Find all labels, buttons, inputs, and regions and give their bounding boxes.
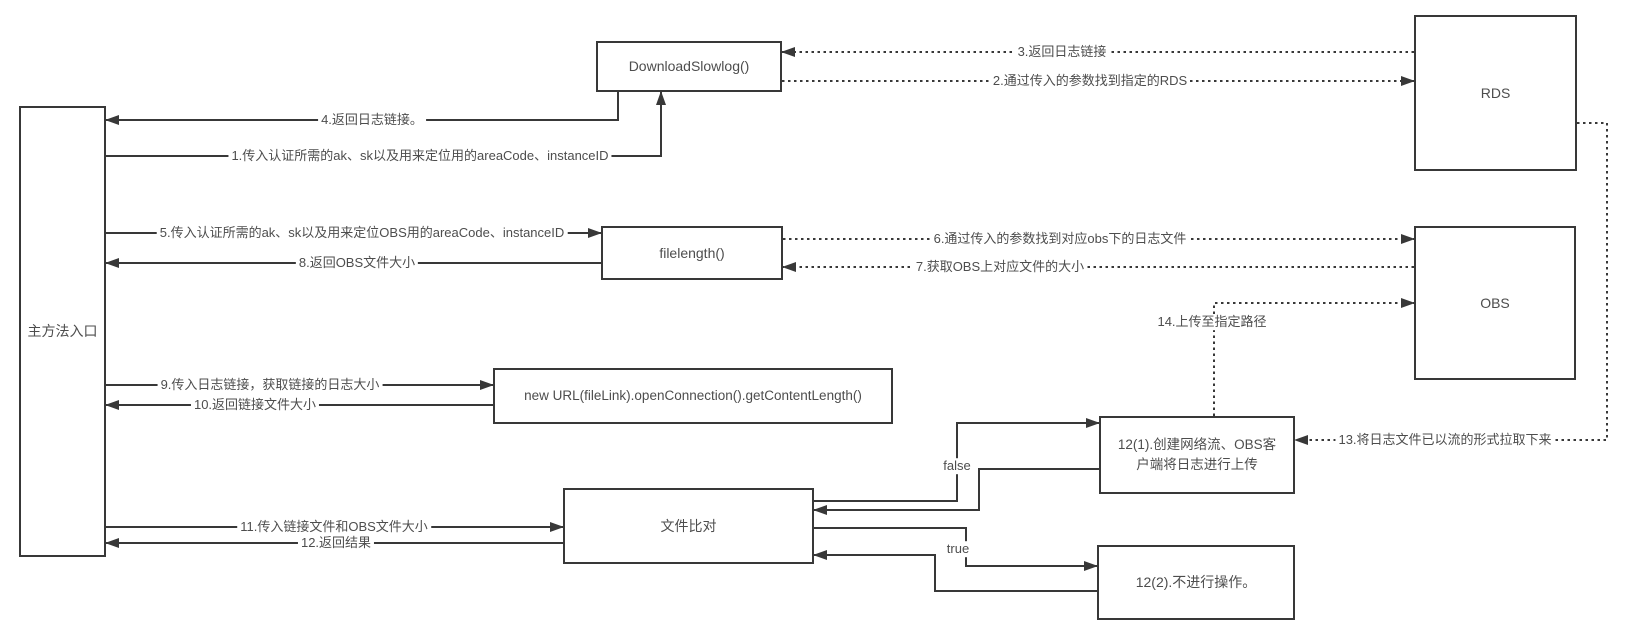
edge-7-label: 7.获取OBS上对应文件的大小 bbox=[912, 259, 1088, 275]
obs-box: OBS bbox=[1414, 226, 1576, 380]
edge-step122-return-line bbox=[813, 550, 1097, 592]
edge-11-label: 11.传入链接文件和OBS文件大小 bbox=[237, 519, 431, 535]
edge-1-label: 1.传入认证所需的ak、sk以及用来定位用的areaCode、instanceI… bbox=[228, 148, 612, 164]
true-branch-label: true bbox=[943, 541, 973, 557]
file-compare-box: 文件比对 bbox=[563, 488, 814, 564]
download-slowlog-box: DownloadSlowlog() bbox=[596, 41, 782, 92]
edge-6-label: 6.通过传入的参数找到对应obs下的日志文件 bbox=[930, 231, 1190, 247]
edge-2-label: 2.通过传入的参数找到指定的RDS bbox=[989, 73, 1191, 89]
step12-2-noop-box: 12(2).不进行操作。 bbox=[1097, 545, 1295, 620]
edge-13-label: 13.将日志文件已以流的形式拉取下来 bbox=[1335, 432, 1555, 448]
step12-1-upload-box: 12(1).创建网络流、OBS客户端将日志进行上传 bbox=[1099, 416, 1295, 494]
filelength-box: filelength() bbox=[601, 226, 783, 280]
edge-14-line bbox=[1213, 298, 1415, 416]
edge-8-label: 8.返回OBS文件大小 bbox=[295, 255, 419, 271]
edge-4-label: 4.返回日志链接。 bbox=[318, 112, 426, 128]
edge-12-label: 12.返回结果 bbox=[297, 535, 375, 551]
edge-step121-return-line bbox=[813, 468, 1099, 515]
edge-14-label: 14.上传至指定路径 bbox=[1154, 314, 1270, 330]
edge-13-line bbox=[1294, 122, 1608, 445]
edge-5-label: 5.传入认证所需的ak、sk以及用来定位OBS用的areaCode、instan… bbox=[156, 225, 568, 241]
edge-10-label: 10.返回链接文件大小 bbox=[190, 397, 320, 413]
false-branch-label: false bbox=[940, 458, 974, 474]
edge-9-label: 9.传入日志链接，获取链接的日志大小 bbox=[157, 377, 383, 393]
edge-4-line bbox=[105, 92, 619, 125]
new-url-box: new URL(fileLink).openConnection().getCo… bbox=[493, 368, 893, 424]
rds-box: RDS bbox=[1414, 15, 1577, 171]
main-entry-box: 主方法入口 bbox=[19, 106, 106, 557]
edge-3-label: 3.返回日志链接 bbox=[1014, 44, 1110, 60]
